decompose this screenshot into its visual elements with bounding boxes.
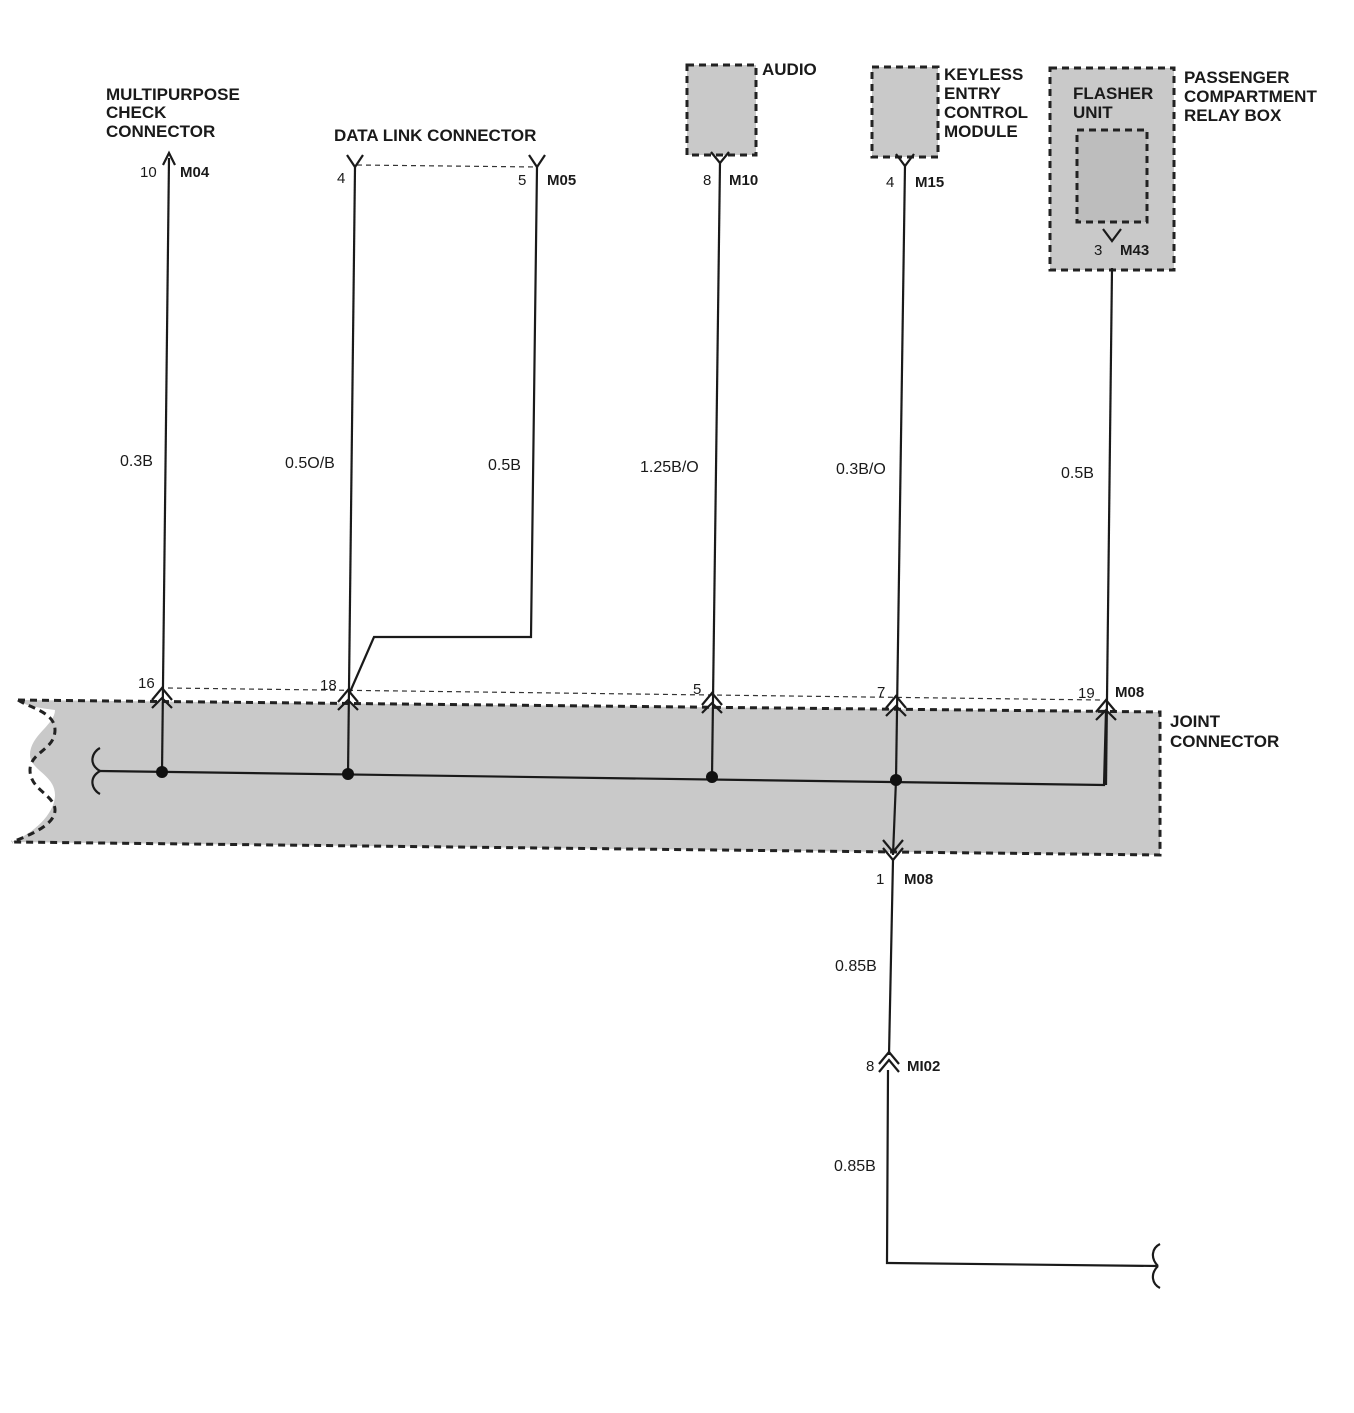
- conn-m10: M10: [729, 172, 758, 189]
- pin-dlc-a: 4: [337, 170, 345, 187]
- label-data-link: DATA LINK CONNECTOR: [334, 126, 536, 145]
- bus-line: [99, 709, 1108, 787]
- wire-dlc5: [348, 166, 539, 693]
- wire-keyless: [894, 164, 907, 781]
- pin-m10: 8: [703, 172, 711, 189]
- data-link-bridge: [356, 164, 538, 168]
- bus-break: [91, 747, 101, 795]
- splice-dot: [890, 774, 902, 786]
- splice-dot: [706, 771, 718, 783]
- wire-label-dlc4: 0.5O/B: [285, 455, 335, 472]
- wire-bottom1: [887, 859, 895, 1056]
- splice-dot: [156, 766, 168, 778]
- conn-m08-bottom: M08: [904, 871, 933, 888]
- splice-dot: [342, 768, 354, 780]
- wire-label-keyless: 0.3B/O: [836, 461, 886, 478]
- wire-label-bottom2: 0.85B: [834, 1158, 876, 1175]
- svg-text:KEYLESS: KEYLESS: [944, 65, 1023, 84]
- svg-text:JOINT: JOINT: [1170, 712, 1221, 731]
- wire-m04: [160, 157, 171, 774]
- wire-flasher: [1104, 267, 1114, 786]
- bottom-break: [1151, 1243, 1161, 1289]
- conn-m04: M04: [180, 164, 210, 181]
- conn-m15: M15: [915, 174, 944, 191]
- pin-mi02: 8: [866, 1058, 874, 1075]
- label-joint-connector: JOINT CONNECTOR: [1170, 712, 1279, 751]
- svg-text:CONNECTOR: CONNECTOR: [1170, 732, 1279, 751]
- conn-m08-top: M08: [1115, 684, 1144, 701]
- svg-text:ENTRY: ENTRY: [944, 84, 1002, 103]
- joint-pin: 18: [320, 677, 337, 694]
- wire-label-flasher: 0.5B: [1061, 465, 1094, 482]
- conn-m43: M43: [1120, 242, 1149, 259]
- svg-text:FLASHER: FLASHER: [1073, 84, 1153, 103]
- relay-box: [1048, 66, 1176, 272]
- label-flasher-unit: FLASHER UNIT: [1073, 84, 1153, 122]
- wire-dlc4: [346, 166, 357, 776]
- joint-pin: 19: [1078, 685, 1095, 702]
- label-keyless: KEYLESS ENTRY CONTROL MODULE: [944, 65, 1028, 141]
- svg-text:UNIT: UNIT: [1073, 103, 1113, 122]
- wire-label-m04: 0.3B: [120, 453, 153, 470]
- keyless-entry-box: [870, 65, 940, 159]
- pin-dlc-b: 5: [518, 172, 526, 189]
- label-multipurpose: MULTIPURPOSE CHECK CONNECTOR: [106, 85, 240, 141]
- wire-bottom2: [885, 1069, 1159, 1268]
- svg-text:PASSENGER: PASSENGER: [1184, 68, 1290, 87]
- svg-text:MODULE: MODULE: [944, 122, 1018, 141]
- svg-text:CONTROL: CONTROL: [944, 103, 1028, 122]
- conn-mi02: MI02: [907, 1058, 940, 1075]
- wire-audio: [710, 161, 722, 778]
- svg-text:CHECK: CHECK: [106, 103, 167, 122]
- label-audio: AUDIO: [762, 60, 817, 79]
- wire-label-dlc5: 0.5B: [488, 457, 521, 474]
- svg-text:MULTIPURPOSE: MULTIPURPOSE: [106, 85, 240, 104]
- svg-text:RELAY BOX: RELAY BOX: [1184, 106, 1282, 125]
- wire-joint-down: [891, 779, 898, 856]
- connector-symbols: [151, 150, 1122, 1073]
- label-relay-box: PASSENGER COMPARTMENT RELAY BOX: [1184, 68, 1317, 125]
- svg-text:COMPARTMENT: COMPARTMENT: [1184, 87, 1317, 106]
- joint-pin: 5: [693, 681, 701, 698]
- pin-m15: 4: [886, 174, 894, 191]
- joint-pin: 7: [877, 684, 885, 701]
- joint-bottom-pin: 1: [876, 871, 884, 888]
- joint-pin: 16: [138, 675, 155, 692]
- svg-text:CONNECTOR: CONNECTOR: [106, 122, 215, 141]
- pin-m04: 10: [140, 164, 157, 181]
- wire-label-audio: 1.25B/O: [640, 459, 699, 476]
- wire-label-bottom1: 0.85B: [835, 958, 877, 975]
- conn-m05: M05: [547, 172, 576, 189]
- audio-box: [685, 63, 758, 157]
- pin-m43: 3: [1094, 242, 1102, 259]
